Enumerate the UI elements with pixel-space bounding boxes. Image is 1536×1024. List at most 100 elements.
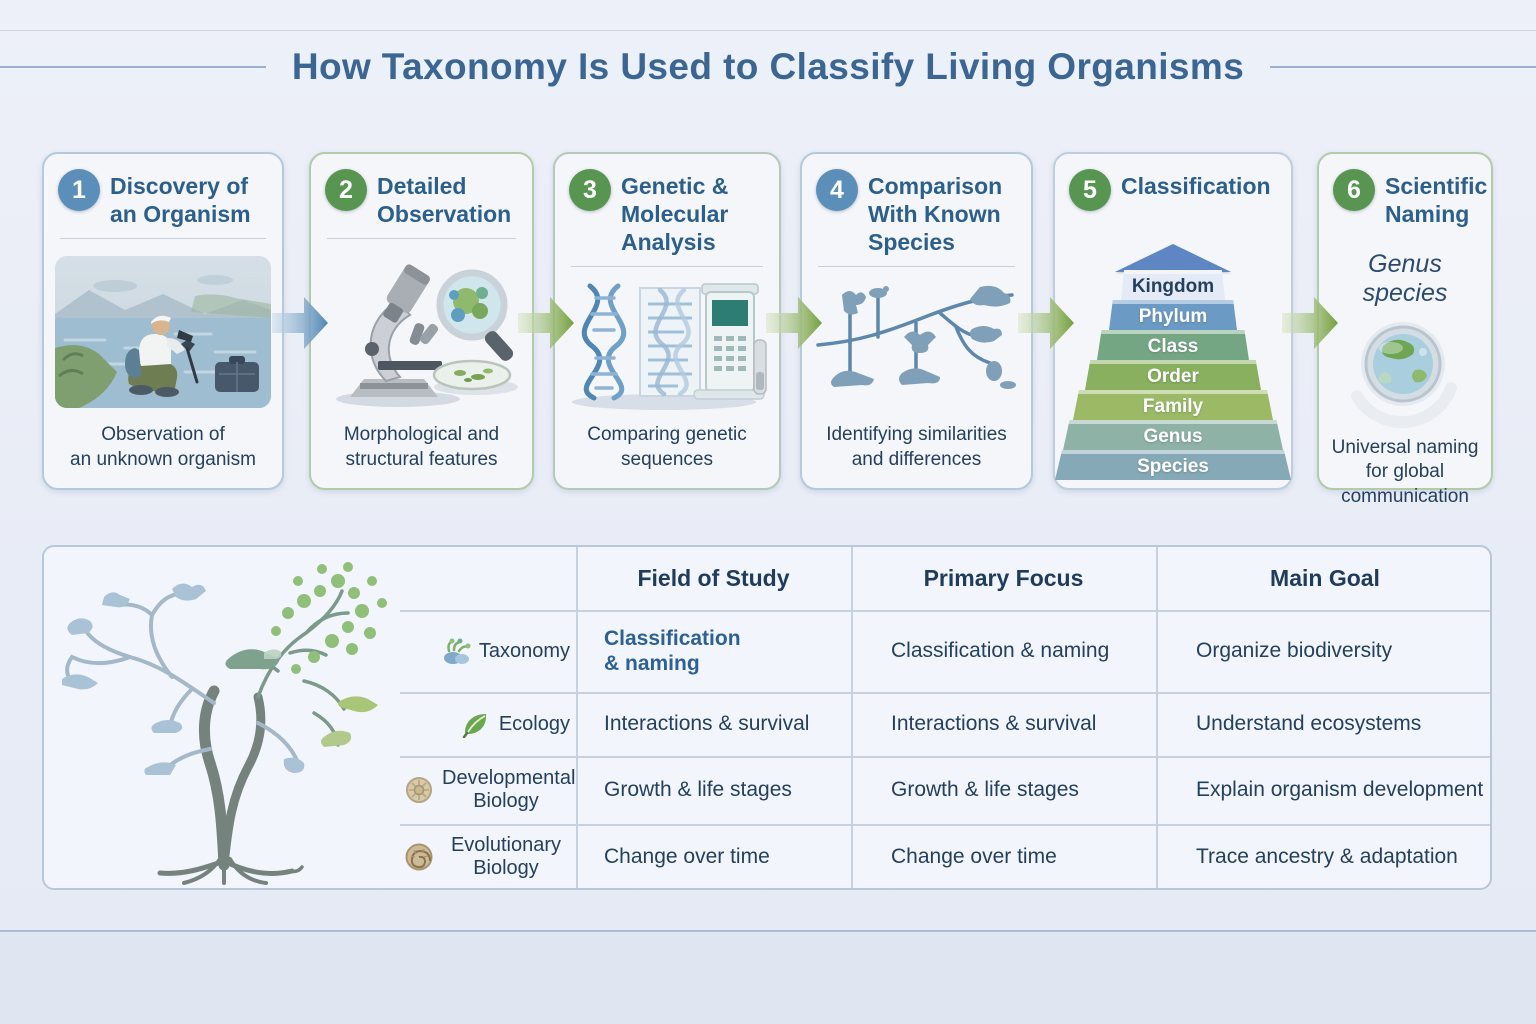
cell-ecology-main-goal: Understand ecosystems bbox=[1196, 712, 1422, 735]
step-card-discovery: 1 Discovery of an Organism bbox=[42, 152, 284, 490]
step-title: Scientific Naming bbox=[1385, 173, 1488, 228]
title-row: How Taxonomy Is Used to Classify Living … bbox=[0, 46, 1536, 88]
taxonomy-icon bbox=[443, 638, 471, 664]
step-title: Detailed Observation bbox=[377, 173, 512, 228]
cell-ecology-primary-focus: Interactions & survival bbox=[891, 712, 1097, 735]
row-divider bbox=[400, 692, 1490, 694]
cell-developmental-field-of-study: Growth & life stages bbox=[604, 778, 792, 801]
dna-analysis-scene-icon bbox=[572, 283, 767, 411]
cell-evolutionary-primary-focus: Change over time bbox=[891, 845, 1057, 868]
row-divider bbox=[400, 756, 1490, 758]
step-card-comparison: 4 Comparison With Known Species bbox=[800, 152, 1033, 490]
row-label-text: Developmental Biology bbox=[442, 767, 576, 812]
step-1-illustration bbox=[44, 241, 282, 419]
sequencer-device bbox=[693, 283, 767, 400]
researcher-figure bbox=[125, 315, 199, 398]
flow-arrow-1-icon bbox=[272, 297, 328, 349]
cell-developmental-main-goal: Explain organism development bbox=[1196, 778, 1484, 801]
taxonomy-pyramid: Kingdom Phylum Class Order Family Genus … bbox=[1055, 217, 1291, 488]
title-decor-line-left bbox=[0, 66, 266, 68]
cell-evolutionary-main-goal: Trace ancestry & adaptation bbox=[1196, 845, 1458, 868]
step-number-badge: 2 bbox=[325, 169, 367, 211]
row-label-taxonomy: Taxonomy bbox=[400, 610, 576, 692]
pyramid-level-kingdom: Kingdom bbox=[1121, 270, 1225, 300]
step-caption: Comparing genetic sequences bbox=[587, 424, 747, 470]
green-fish bbox=[338, 696, 378, 713]
divider bbox=[571, 266, 763, 268]
column-header-field-of-study: Field of Study bbox=[637, 565, 790, 591]
title-decor-line-right bbox=[1270, 66, 1536, 68]
top-hairline bbox=[0, 30, 1536, 31]
step-title: Comparison With Known Species bbox=[868, 173, 1003, 256]
row-label-ecology: Ecology bbox=[400, 692, 576, 756]
step-number-badge: 6 bbox=[1333, 169, 1375, 211]
petri-dish bbox=[432, 359, 511, 391]
divider bbox=[327, 238, 516, 240]
row-label-text: Evolutionary Biology bbox=[450, 834, 562, 879]
step-2-illustration bbox=[311, 241, 532, 419]
step-card-observation: 2 Detailed Observation bbox=[309, 152, 534, 490]
pyramid-level-phylum: Phylum bbox=[1109, 300, 1237, 330]
row-divider bbox=[400, 824, 1490, 826]
tree-of-life-icon bbox=[62, 562, 387, 885]
step-number-badge: 4 bbox=[816, 169, 858, 211]
step-4-header: 4 Comparison With Known Species bbox=[802, 154, 1031, 262]
step-3-illustration bbox=[555, 269, 779, 419]
step-caption: Universal naming for global communicatio… bbox=[1331, 437, 1479, 507]
row-label-text: Ecology bbox=[498, 712, 570, 735]
step-card-genetic-analysis: 3 Genetic & Molecular Analysis bbox=[553, 152, 781, 490]
pyramid-level-order: Order bbox=[1085, 360, 1261, 390]
row-label-evolutionary-biology: Evolutionary Biology bbox=[400, 824, 576, 888]
step-caption: Observation of an unknown organism bbox=[70, 424, 256, 470]
cell-evolutionary-field-of-study: Change over time bbox=[604, 845, 770, 868]
footer-divider bbox=[0, 930, 1536, 932]
step-6-header: 6 Scientific Naming bbox=[1319, 154, 1491, 234]
magnifier bbox=[436, 269, 513, 362]
blue-creatures bbox=[62, 583, 305, 775]
embryo-icon bbox=[406, 777, 432, 803]
flow-arrow-3-icon bbox=[766, 297, 822, 349]
fossil-icon bbox=[405, 843, 433, 871]
column-divider bbox=[576, 547, 578, 888]
column-header-main-goal: Main Goal bbox=[1270, 565, 1380, 591]
step-2-header: 2 Detailed Observation bbox=[311, 154, 532, 234]
field-researcher-scene-icon bbox=[55, 256, 271, 409]
step-6-illustration bbox=[1319, 308, 1491, 432]
row-divider bbox=[400, 610, 1490, 612]
green-canopy bbox=[271, 562, 387, 674]
step-4-illustration bbox=[802, 269, 1031, 419]
cell-text: Classification & naming bbox=[604, 626, 741, 675]
step-5-header: 5 Classification bbox=[1055, 154, 1291, 217]
step-number-badge: 3 bbox=[569, 169, 611, 211]
cell-taxonomy-primary-focus: Classification & naming bbox=[891, 639, 1110, 662]
animal-silhouettes bbox=[830, 286, 1016, 390]
cell-taxonomy-main-goal: Organize biodiversity bbox=[1196, 639, 1393, 662]
globe-scene-icon bbox=[1351, 322, 1457, 429]
cell-developmental-primary-focus: Growth & life stages bbox=[891, 778, 1079, 801]
green-leaf-blob bbox=[321, 730, 352, 747]
column-divider bbox=[1156, 547, 1158, 888]
page-title: How Taxonomy Is Used to Classify Living … bbox=[291, 46, 1245, 87]
leaf-icon bbox=[462, 714, 486, 738]
flow-arrow-4-icon bbox=[1018, 297, 1074, 349]
step-caption: Morphological and structural features bbox=[343, 424, 500, 470]
dna-helix-secondary bbox=[653, 288, 691, 397]
flow-arrow-2-icon bbox=[518, 297, 574, 349]
dna-helix-primary bbox=[581, 283, 627, 401]
divider bbox=[818, 266, 1015, 268]
row-label-developmental-biology: Developmental Biology bbox=[400, 756, 576, 824]
step-title: Discovery of an Organism bbox=[110, 173, 251, 228]
step-caption: Identifying similarities and differences bbox=[826, 424, 1007, 470]
pyramid-level-genus: Genus bbox=[1063, 420, 1283, 450]
divider bbox=[60, 238, 266, 240]
footer-band bbox=[0, 932, 1536, 1024]
pyramid-level-family: Family bbox=[1073, 390, 1273, 420]
row-label-text: Taxonomy bbox=[478, 639, 570, 662]
pyramid-level-species: Species bbox=[1055, 450, 1291, 480]
phylogenetic-tree-scene-icon bbox=[815, 286, 1016, 390]
pyramid-roof-icon bbox=[1115, 244, 1231, 272]
column-header-primary-focus: Primary Focus bbox=[923, 565, 1084, 591]
step-title: Genetic & Molecular Analysis bbox=[621, 173, 729, 256]
column-divider bbox=[851, 547, 853, 888]
